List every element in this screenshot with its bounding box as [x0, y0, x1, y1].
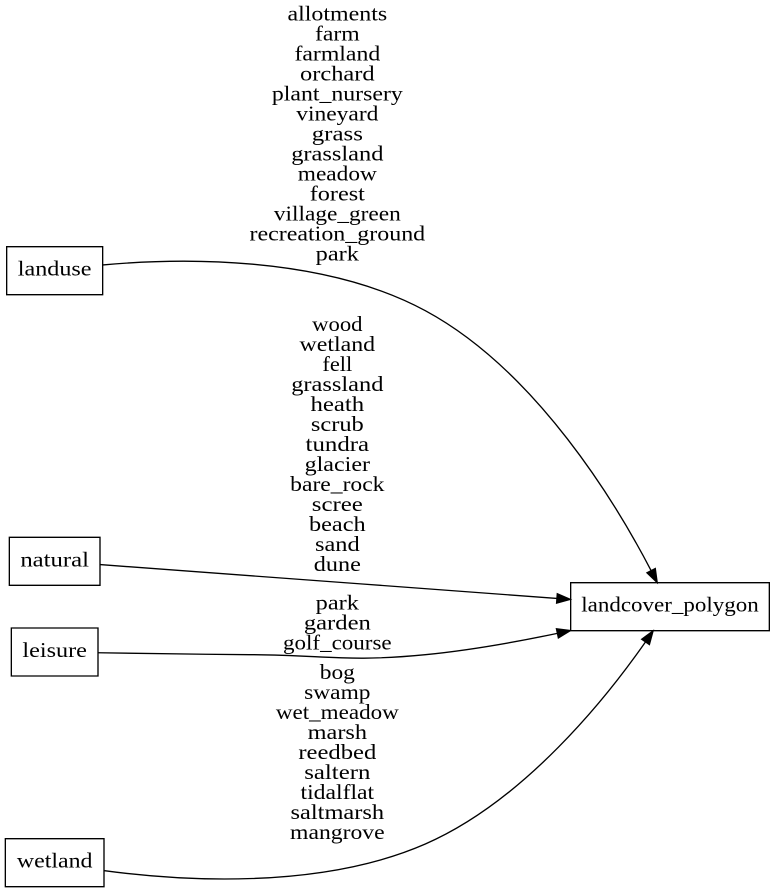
- svg-text:saltmarsh: saltmarsh: [291, 800, 385, 824]
- svg-text:orchard: orchard: [300, 61, 375, 85]
- svg-text:swamp: swamp: [304, 680, 370, 704]
- svg-text:landuse: landuse: [18, 257, 92, 281]
- svg-text:wet_meadow: wet_meadow: [276, 700, 400, 724]
- svg-text:garden: garden: [304, 611, 372, 635]
- svg-text:tundra: tundra: [306, 432, 370, 456]
- svg-text:bog: bog: [320, 660, 356, 684]
- svg-text:dune: dune: [314, 552, 361, 576]
- svg-text:glacier: glacier: [305, 452, 370, 476]
- svg-text:marsh: marsh: [308, 720, 368, 744]
- svg-text:meadow: meadow: [298, 161, 378, 185]
- svg-text:plant_nursery: plant_nursery: [272, 81, 404, 105]
- svg-text:farm: farm: [315, 21, 360, 45]
- svg-text:vineyard: vineyard: [296, 101, 379, 125]
- svg-text:beach: beach: [309, 512, 366, 536]
- svg-text:recreation_ground: recreation_ground: [249, 221, 425, 245]
- svg-text:grassland: grassland: [291, 372, 384, 396]
- svg-text:natural: natural: [20, 547, 89, 571]
- svg-text:heath: heath: [310, 392, 364, 416]
- svg-text:village_green: village_green: [274, 201, 401, 225]
- svg-text:grass: grass: [312, 121, 363, 145]
- svg-text:grassland: grassland: [291, 141, 384, 165]
- svg-text:allotments: allotments: [288, 1, 388, 25]
- svg-text:tidalflat: tidalflat: [301, 780, 375, 804]
- svg-text:saltern: saltern: [304, 760, 371, 784]
- svg-text:wetland: wetland: [300, 332, 376, 356]
- svg-text:park: park: [316, 241, 360, 265]
- svg-text:park: park: [316, 591, 360, 615]
- svg-text:reedbed: reedbed: [298, 740, 376, 764]
- svg-text:leisure: leisure: [22, 638, 87, 662]
- svg-text:mangrove: mangrove: [290, 820, 385, 844]
- svg-text:fell: fell: [322, 352, 352, 376]
- svg-text:wood: wood: [312, 312, 363, 336]
- svg-text:sand: sand: [315, 532, 360, 556]
- svg-text:landcover_polygon: landcover_polygon: [581, 593, 759, 617]
- svg-text:bare_rock: bare_rock: [290, 472, 385, 496]
- svg-text:scree: scree: [312, 492, 363, 516]
- svg-text:forest: forest: [310, 181, 365, 205]
- svg-text:farmland: farmland: [294, 41, 380, 65]
- svg-text:golf_course: golf_course: [283, 631, 392, 655]
- svg-text:wetland: wetland: [17, 849, 93, 873]
- svg-text:scrub: scrub: [311, 412, 364, 436]
